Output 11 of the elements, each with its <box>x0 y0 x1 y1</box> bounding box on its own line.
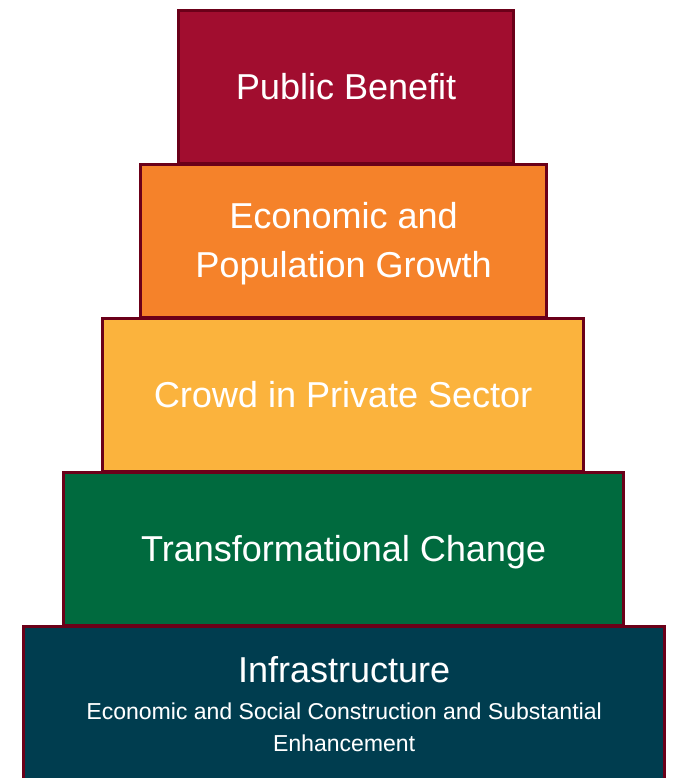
pyramid-tier <box>62 471 625 627</box>
pyramid-tier <box>177 9 515 165</box>
tier-description: Economic and Social Construction and Substantial Enhancement <box>85 696 603 758</box>
tier-title: Crowd in Private Sector <box>154 372 532 417</box>
pyramid-tier <box>101 317 585 473</box>
pyramid-tier <box>139 163 548 319</box>
tier-title: Infrastructure <box>238 648 450 692</box>
tier-title: Economic and Population Growth <box>194 194 493 287</box>
tier-title: Public Benefit <box>236 64 456 109</box>
tier-title: Transformational Change <box>141 526 546 571</box>
pyramid-tier <box>22 625 666 778</box>
